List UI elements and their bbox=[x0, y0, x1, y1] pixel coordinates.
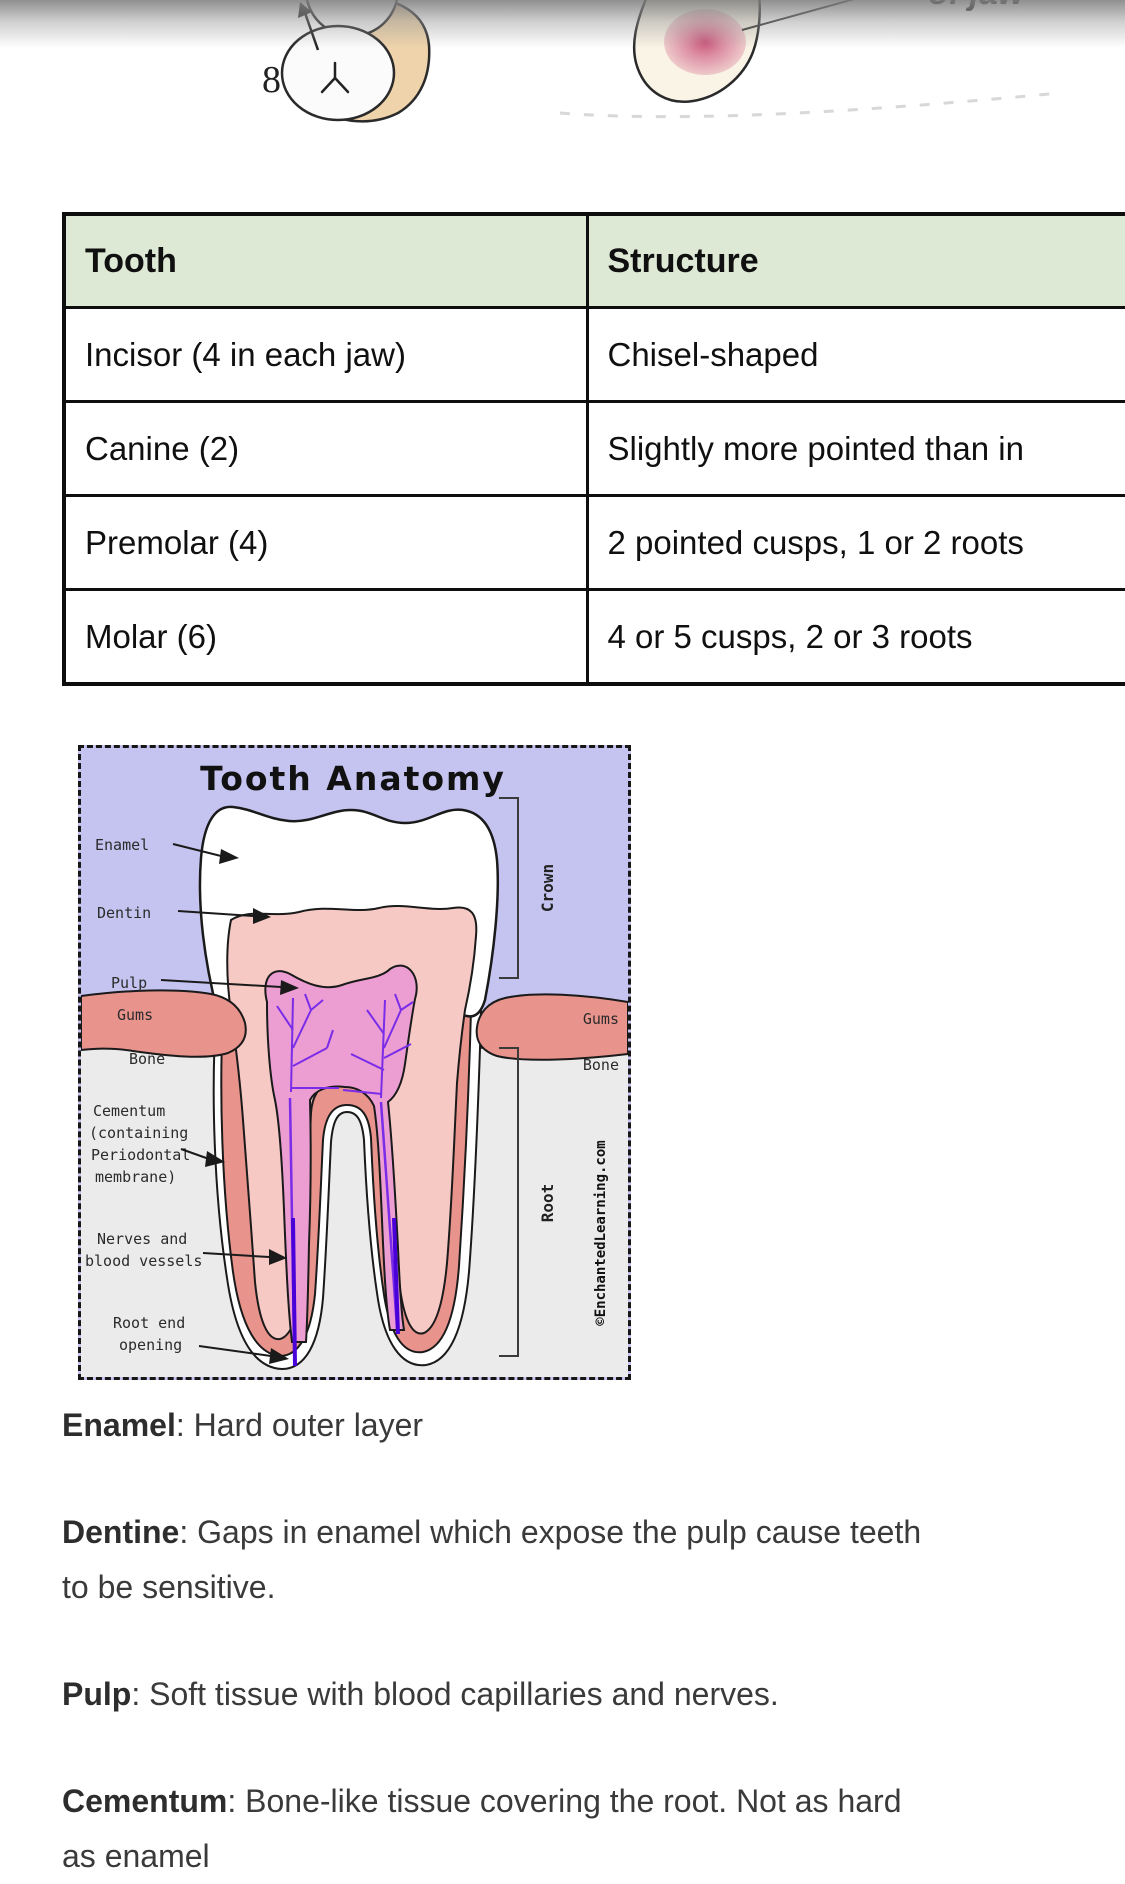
enamel-arrow bbox=[172, 843, 239, 864]
dentin-arrow bbox=[177, 908, 271, 924]
top-partial-figure: 8 of jaw bbox=[0, 0, 1125, 130]
table-row: Incisor (4 in each jaw) Chisel-shaped bbox=[62, 306, 1125, 403]
cell-tooth: Premolar (4) bbox=[62, 494, 589, 591]
definition-term: Dentine bbox=[62, 1514, 180, 1550]
header-cell-tooth: Tooth bbox=[62, 212, 589, 309]
tooth-anatomy-diagram: Tooth Anatomy Enamel Dentin Pulp Gums Bo… bbox=[78, 745, 631, 1380]
definition-term: Cementum bbox=[62, 1783, 228, 1819]
bone-left-label: Bone bbox=[129, 1050, 165, 1068]
pulp-arrow bbox=[160, 979, 299, 995]
pulp-label: Pulp bbox=[111, 974, 147, 992]
cell-tooth: Canine (2) bbox=[62, 400, 589, 497]
tooth-anatomy-svg: Tooth Anatomy Enamel Dentin Pulp Gums Bo… bbox=[81, 748, 628, 1377]
cementum-label-line4: membrane) bbox=[95, 1168, 176, 1186]
definition-term: Pulp bbox=[62, 1676, 132, 1712]
cementum-label-line1: Cementum bbox=[93, 1102, 165, 1120]
cell-structure: 2 pointed cusps, 1 or 2 roots bbox=[585, 494, 1125, 591]
gums-left-label: Gums bbox=[117, 1006, 153, 1024]
root-canal-nerves bbox=[288, 1097, 400, 1367]
credit-label: ©EnchantedLearning.com bbox=[593, 1140, 609, 1325]
tooth-8-shape bbox=[280, 24, 396, 122]
definition-text: : Bone-like tissue covering the root. No… bbox=[62, 1783, 902, 1874]
cell-tooth: Molar (6) bbox=[62, 588, 589, 686]
definition-text: : Hard outer layer bbox=[175, 1407, 424, 1443]
definition-cementum: Cementum: Bone-like tissue covering the … bbox=[62, 1774, 922, 1884]
crown-bracket bbox=[499, 797, 519, 979]
root-end-label-line2: opening bbox=[119, 1336, 182, 1354]
header-cell-structure: Structure bbox=[585, 212, 1125, 309]
crown-label: Crown bbox=[538, 864, 557, 912]
cell-tooth: Incisor (4 in each jaw) bbox=[62, 306, 589, 403]
root-bracket bbox=[499, 1047, 519, 1357]
nerves-label-line1: Nerves and bbox=[97, 1230, 187, 1248]
cementum-label-line3: Periodontal bbox=[91, 1146, 190, 1164]
nerves-label-line2: blood vessels bbox=[85, 1252, 202, 1270]
gums-right-label: Gums bbox=[583, 1010, 619, 1028]
definition-term: Enamel bbox=[62, 1407, 176, 1443]
gum-left-region bbox=[81, 989, 247, 1058]
definition-dentine: Dentine: Gaps in enamel which expose the… bbox=[62, 1505, 922, 1615]
cell-structure: Chisel-shaped bbox=[585, 306, 1125, 403]
table-header-row: Tooth Structure bbox=[62, 212, 1125, 309]
table-row: Molar (6) 4 or 5 cusps, 2 or 3 roots bbox=[62, 588, 1125, 686]
root-end-label-line1: Root end bbox=[113, 1314, 185, 1332]
root-end-arrow bbox=[198, 1345, 289, 1364]
jaw-arch-dashed-line bbox=[559, 91, 1061, 119]
definition-pulp: Pulp: Soft tissue with blood capillaries… bbox=[62, 1667, 922, 1722]
diagram-title: Tooth Anatomy bbox=[200, 759, 506, 798]
tooth-number-label: 8 bbox=[262, 59, 281, 101]
root-label: Root bbox=[538, 1184, 557, 1223]
cementum-label-line2: (containing bbox=[89, 1124, 188, 1142]
table-row: Premolar (4) 2 pointed cusps, 1 or 2 roo… bbox=[62, 494, 1125, 591]
tooth-8-fissure bbox=[320, 61, 350, 94]
definition-text: : Gaps in enamel which expose the pulp c… bbox=[62, 1514, 922, 1605]
cementum-arrow bbox=[180, 1148, 225, 1167]
nerves-arrow bbox=[202, 1249, 287, 1265]
definition-text: : Soft tissue with blood capillaries and… bbox=[131, 1676, 779, 1712]
dentin-label: Dentin bbox=[97, 904, 151, 922]
cell-structure: 4 or 5 cusps, 2 or 3 roots bbox=[585, 588, 1125, 686]
definitions-block: Enamel: Hard outer layer Dentine: Gaps i… bbox=[62, 1398, 922, 1884]
cutoff-caption-text: of jaw bbox=[928, 0, 1024, 13]
enamel-label: Enamel bbox=[95, 836, 149, 854]
definition-enamel: Enamel: Hard outer layer bbox=[62, 1398, 922, 1453]
pink-lesion-spot bbox=[664, 9, 746, 75]
bone-right-label: Bone bbox=[583, 1056, 619, 1074]
teeth-figure-svg: 8 bbox=[262, 0, 1061, 123]
cell-structure: Slightly more pointed than in bbox=[585, 400, 1125, 497]
pulp-vessel-branches bbox=[276, 993, 414, 1099]
table-row: Canine (2) Slightly more pointed than in bbox=[62, 400, 1125, 497]
tooth-structure-table: Tooth Structure Incisor (4 in each jaw) … bbox=[62, 212, 1125, 686]
gum-right-region bbox=[475, 993, 628, 1061]
